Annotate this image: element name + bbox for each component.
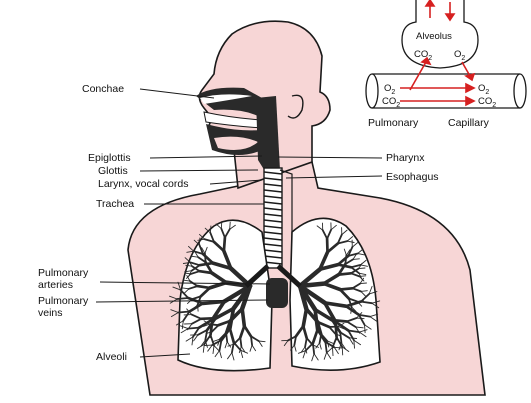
bronchus-branch: [329, 327, 338, 328]
bronchus-branch: [342, 347, 343, 355]
bronchus-branch: [251, 336, 252, 345]
label-pulmonary-arteries-1: Pulmonary: [38, 267, 89, 279]
label-trachea: Trachea: [96, 198, 134, 210]
pulmonary-vessels: [266, 278, 288, 308]
bronchus-branch: [360, 283, 366, 284]
label-pharynx: Pharynx: [386, 152, 425, 164]
label-pulmonary-veins-2: veins: [38, 307, 63, 319]
bronchus-branch: [300, 284, 324, 286]
label-alveoli: Alveoli: [96, 351, 127, 363]
bronchus-branch: [226, 333, 227, 342]
label-larynx: Larynx, vocal cords: [98, 178, 188, 190]
inset-alveolus-label: Alveolus: [416, 31, 452, 42]
bronchus-branch: [188, 328, 199, 329]
bronchus-branch: [201, 318, 216, 319]
label-epiglottis: Epiglottis: [88, 152, 131, 164]
bronchus-branch: [359, 268, 365, 269]
bronchus-branch: [333, 348, 334, 356]
bronchus-branch: [240, 338, 241, 347]
bronchus-branch: [177, 298, 188, 299]
label-pulmonary-arteries-2: arteries: [38, 279, 73, 291]
inset-pulmonary-label: Pulmonary: [368, 117, 419, 129]
bronchus-branch: [178, 312, 189, 313]
bronchus-branch: [353, 259, 359, 260]
bronchus-branch: [203, 302, 225, 304]
label-conchae: Conchae: [82, 83, 124, 95]
bronchus-branch: [205, 253, 206, 262]
bronchus-branch: [354, 340, 355, 348]
bronchus-branch: [359, 276, 365, 277]
bronchus-branch: [198, 286, 210, 288]
label-pulmonary-veins-1: Pulmonary: [38, 295, 89, 307]
bronchus-branch: [221, 222, 222, 229]
label-glottis: Glottis: [98, 165, 128, 177]
bronchus-branch: [199, 238, 200, 245]
airway-upper: [196, 88, 262, 155]
bronchus-branch: [230, 222, 231, 229]
capillary-left-end: [366, 74, 378, 108]
bronchus-branch: [340, 332, 341, 342]
bronchus-branch: [210, 226, 211, 233]
bronchus-branch: [210, 324, 219, 325]
label-esophagus: Esophagus: [386, 171, 439, 183]
capillary-right-end: [514, 74, 526, 108]
gas-exchange-inset: Alveolus CO2 O2 O2 CO2 O2 CO2 Pulmonary …: [358, 0, 528, 132]
bronchus-branch: [224, 238, 225, 251]
bronchus-branch: [242, 309, 244, 326]
bronchus-branch: [339, 273, 351, 274]
bronchus-branch: [365, 325, 366, 333]
inset-capillary-label: Capillary: [448, 117, 490, 129]
bronchus-branch: [340, 288, 352, 289]
trachea: [264, 168, 282, 268]
